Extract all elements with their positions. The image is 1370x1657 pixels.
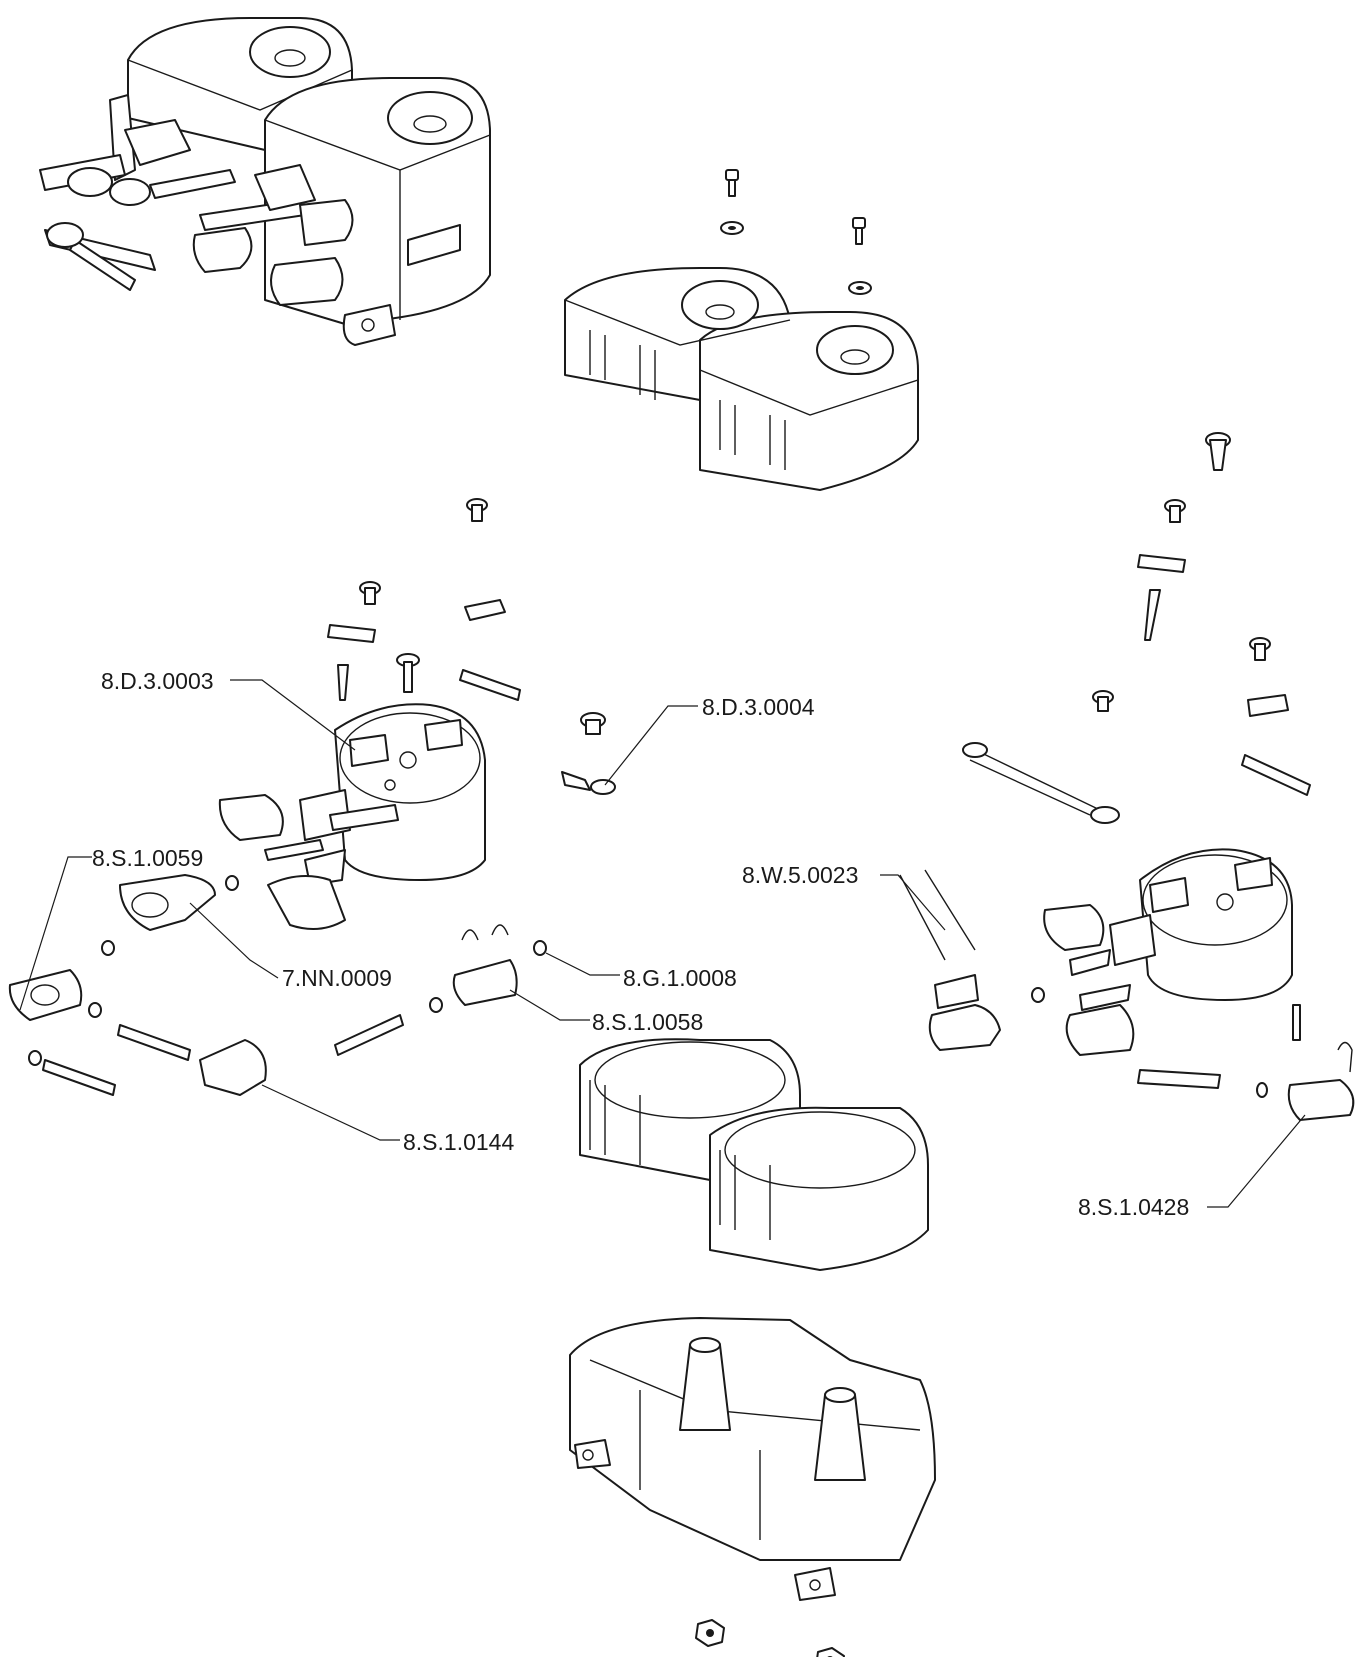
base-nuts xyxy=(695,1619,845,1657)
leader-8-D-3-0003 xyxy=(230,679,356,751)
leader-8-D-3-0004 xyxy=(604,705,698,786)
right-fittings xyxy=(899,869,1355,1121)
middle-tray xyxy=(579,1038,929,1271)
base-housing xyxy=(569,1317,936,1601)
right-motor xyxy=(1043,848,1293,1056)
right-small-hardware xyxy=(962,432,1311,824)
callout-8-D-3-0004: 8.D.3.0004 xyxy=(702,694,815,720)
callout-labels: 8.D.3.0003 8.D.3.0004 8.S.1.0059 7.NN.00… xyxy=(92,668,1189,1220)
callout-8-S-1-0144: 8.S.1.0144 xyxy=(403,1129,514,1155)
callout-8-S-1-0428: 8.S.1.0428 xyxy=(1078,1194,1189,1220)
cover-screws xyxy=(720,169,872,295)
callout-8-D-3-0003: 8.D.3.0003 xyxy=(101,668,214,694)
assembled-unit xyxy=(39,17,491,346)
leader-8-S-1-0058 xyxy=(509,989,590,1021)
callout-8-S-1-0059: 8.S.1.0059 xyxy=(92,845,203,871)
callout-7-NN-0009: 7.NN.0009 xyxy=(282,965,392,991)
left-small-hardware xyxy=(327,498,616,795)
left-fittings xyxy=(8,874,547,1096)
top-cover xyxy=(564,267,919,491)
leader-8-S-1-0144 xyxy=(261,1084,400,1141)
callout-8-G-1-0008: 8.G.1.0008 xyxy=(623,965,737,991)
leader-7-NN-0009 xyxy=(189,902,279,979)
leader-8-S-1-0428 xyxy=(1207,1114,1306,1208)
leader-8-S-1-0059-a xyxy=(19,856,92,1011)
left-motor xyxy=(218,703,486,930)
leader-8-G-1-0008 xyxy=(545,952,620,976)
leader-lines xyxy=(19,679,1306,1208)
callout-8-W-5-0023: 8.W.5.0023 xyxy=(742,862,858,888)
callout-8-S-1-0058: 8.S.1.0058 xyxy=(592,1009,703,1035)
leader-8-W-5-0023 xyxy=(880,874,946,931)
